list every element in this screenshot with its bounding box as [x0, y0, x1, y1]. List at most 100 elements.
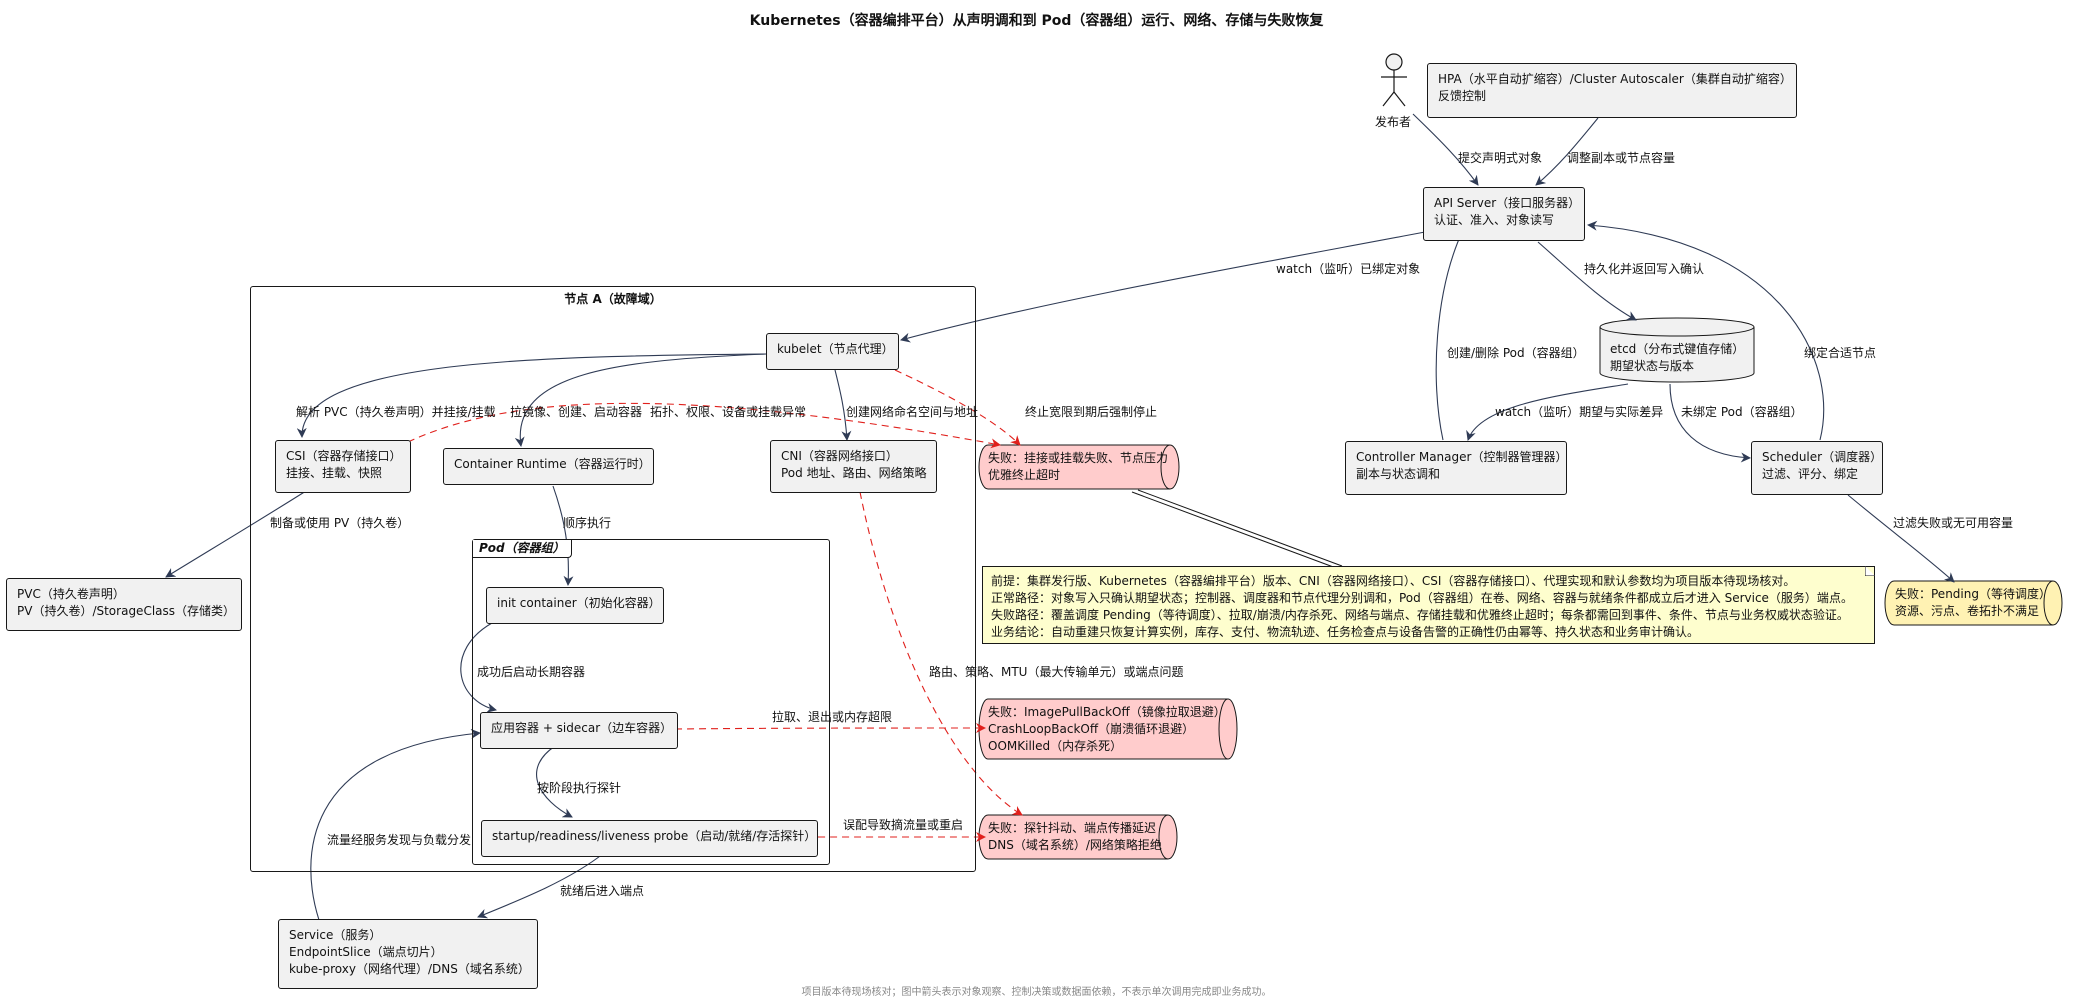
hpa-subtitle: 反馈控制	[1438, 89, 1487, 103]
edge-label-watch-diff: watch（监听）期望与实际差异	[1495, 405, 1664, 419]
edge-start-long	[460, 622, 497, 713]
edge-submit	[1412, 113, 1479, 186]
frame-node-a-title: 节点 A（故障域）	[564, 292, 662, 306]
etcd-subtitle: 期望状态与版本	[1610, 359, 1695, 373]
failure-image-line2: CrashLoopBackOff（崩溃循环退避）	[988, 722, 1195, 736]
container-runtime-box: Container Runtime（容器运行时）	[443, 448, 654, 485]
etcd-title: etcd（分布式键值存储）	[1610, 342, 1745, 356]
failure-mount: 失败：挂接或挂载失败、节点压力 优雅终止超时	[988, 450, 1168, 484]
edge-unbound	[1669, 383, 1751, 463]
edge-stage-probe	[536, 745, 573, 818]
etcd-shape	[1599, 317, 1755, 383]
edge-create-ns	[834, 369, 852, 441]
edge-grace-stop	[894, 369, 1021, 446]
edge-label-watch-bound: watch（监听）已绑定对象	[1276, 262, 1421, 276]
edge-pull-image	[514, 353, 767, 447]
edge-label-grace-stop: 终止宽限到期后强制停止	[1025, 405, 1158, 419]
edge-ready	[477, 852, 605, 919]
failure-pending-line2: 资源、污点、卷拓扑不满足	[1895, 604, 2040, 618]
edge-label-seq-exec: 顺序执行	[563, 516, 612, 530]
csi-title: CSI（容器存储接口）	[286, 449, 402, 463]
edge-label-traffic: 流量经服务发现与负载分发	[327, 833, 472, 847]
app-container-box: 应用容器 + sidecar（边车容器）	[480, 712, 678, 749]
pvc-box: PVC（持久卷声明） PV（持久卷）/StorageClass（存储类）	[6, 578, 242, 631]
edge-label-create-ns: 创建网络命名空间与地址	[846, 405, 979, 419]
failure-probe: 失败：探针抖动、端点传播延迟 DNS（域名系统）/网络策略拒绝	[988, 820, 1162, 854]
failure-image-shape	[978, 698, 1238, 760]
edge-label-create-delete: 创建/删除 Pod（容器组）	[1447, 346, 1585, 360]
edge-create-delete	[1435, 229, 1464, 441]
cni-box: CNI（容器网络接口） Pod 地址、路由、网络策略	[770, 440, 937, 493]
frame-pod-title: Pod（容器组）	[473, 540, 572, 558]
edge-label-pull-exit: 拉取、退出或内存超限	[772, 710, 893, 724]
failure-image-line1: 失败：ImagePullBackOff（镜像拉取退避）	[988, 705, 1226, 719]
edge-label-filter-fail: 过滤失败或无可用容量	[1893, 516, 2014, 530]
note-premise: 前提：集群发行版、Kubernetes（容器编排平台）版本、CNI（容器网络接口…	[991, 574, 1796, 588]
failure-mount-line1: 失败：挂接或挂载失败、节点压力	[988, 451, 1169, 465]
failure-probe-line2: DNS（域名系统）/网络策略拒绝	[988, 838, 1162, 852]
controller-manager-subtitle: 副本与状态调和	[1356, 467, 1441, 481]
edge-label-unbound: 未绑定 Pod（容器组）	[1681, 405, 1803, 419]
edge-label-persist: 持久化并返回写入确认	[1584, 262, 1705, 276]
edge-watch-diff	[1466, 383, 1629, 441]
edge-label-misconfig: 误配导致摘流量或重启	[843, 818, 964, 832]
edge-label-pull-image: 拉镜像、创建、启动容器	[510, 405, 643, 419]
diagram-title: Kubernetes（容器编排平台）从声明调和到 Pod（容器组）运行、网络、存…	[749, 13, 1324, 29]
cni-title: CNI（容器网络接口）	[781, 449, 898, 463]
scheduler-box: Scheduler（调度器） 过滤、评分、绑定	[1751, 441, 1883, 495]
failure-mount-line2: 优雅终止超时	[988, 468, 1061, 482]
pvc-title: PVC（持久卷声明）	[17, 587, 125, 601]
init-container-box: init container（初始化容器）	[486, 587, 664, 624]
init-container-title: init container（初始化容器）	[497, 596, 661, 610]
scheduler-subtitle: 过滤、评分、绑定	[1762, 467, 1859, 481]
failure-probe-line1: 失败：探针抖动、端点传播延迟	[988, 821, 1157, 835]
note-fold-corner	[1865, 566, 1875, 576]
edge-seq-exec	[552, 485, 574, 586]
edge-adjust	[1535, 117, 1599, 186]
edge-resolve-pvc	[296, 353, 767, 438]
context-note: 前提：集群发行版、Kubernetes（容器编排平台）版本、CNI（容器网络接口…	[982, 566, 1875, 644]
edge-watch-bound	[900, 231, 1426, 343]
edge-provision	[165, 490, 307, 578]
kubelet-box: kubelet（节点代理）	[766, 333, 899, 370]
pvc-subtitle: PV（持久卷）/StorageClass（存储类）	[17, 604, 236, 618]
csi-box: CSI（容器存储接口） 挂接、挂载、快照	[275, 440, 411, 493]
controller-manager-box: Controller Manager（控制器管理器） 副本与状态调和	[1345, 441, 1567, 495]
actor-label: 发布者	[1375, 115, 1412, 129]
footer-note: 项目版本待现场核对；图中箭头表示对象观察、控制决策或数据面依赖，不表示单次调用完…	[801, 987, 1272, 998]
kubelet-title: kubelet（节点代理）	[777, 342, 894, 356]
edge-label-submit: 提交声明式对象	[1458, 151, 1543, 165]
edge-label-start-long: 成功后启动长期容器	[477, 665, 586, 679]
edge-label-provision: 制备或使用 PV（持久卷）	[270, 516, 410, 530]
failure-pending-shape	[1884, 580, 2063, 626]
probe-box: startup/readiness/liveness probe（启动/就绪/存…	[481, 820, 818, 857]
failure-pending: 失败：Pending（等待调度） 资源、污点、卷拓扑不满足	[1895, 586, 2051, 620]
failure-image: 失败：ImagePullBackOff（镜像拉取退避） CrashLoopBac…	[988, 704, 1226, 755]
edge-label-stage-probe: 按阶段执行探针	[537, 781, 622, 795]
edge-label-adjust: 调整副本或节点容量	[1567, 151, 1676, 165]
frame-pod: Pod（容器组）	[472, 539, 830, 865]
note-normal-path: 正常路径：对象写入只确认期望状态；控制器、调度器和节点代理分别调和，Pod（容器…	[991, 591, 1853, 605]
csi-subtitle: 挂接、挂载、快照	[286, 466, 383, 480]
edge-bind-node	[1587, 220, 1825, 441]
edge-persist	[1537, 241, 1637, 321]
hpa-title: HPA（水平自动扩缩容）/Cluster Autoscaler（集群自动扩缩容）	[1438, 72, 1792, 86]
service-box: Service（服务） EndpointSlice（端点切片） kube-pro…	[278, 919, 538, 989]
service-title: Service（服务）	[289, 928, 382, 942]
frame-node-a: 节点 A（故障域）	[250, 286, 976, 872]
edge-label-bind-node: 绑定合适节点	[1804, 346, 1877, 360]
container-runtime-title: Container Runtime（容器运行时）	[454, 457, 651, 471]
edge-label-ready: 就绪后进入端点	[560, 884, 645, 898]
failure-image-line3: OOMKilled（内存杀死）	[988, 739, 1123, 753]
actor-figure	[1381, 53, 1407, 107]
note-conclusion: 业务结论：自动重建只恢复计算实例，库存、支付、物流轨迹、任务检查点与设备告警的正…	[991, 625, 1700, 639]
edge-pull-exit	[674, 723, 986, 734]
edge-traffic	[310, 728, 481, 921]
probe-title: startup/readiness/liveness probe（启动/就绪/存…	[492, 829, 817, 843]
failure-pending-line1: 失败：Pending（等待调度）	[1895, 587, 2051, 601]
service-line3: kube-proxy（网络代理）/DNS（域名系统）	[289, 962, 530, 976]
edge-topo-fail	[407, 402, 1001, 449]
edge-label-topo-fail: 拓扑、权限、设备或挂载异常	[650, 405, 807, 419]
api-server-box: API Server（接口服务器） 认证、准入、对象读写	[1423, 187, 1585, 241]
edge-label-resolve-pvc: 解析 PVC（持久卷声明）并挂接/挂载	[296, 405, 496, 419]
